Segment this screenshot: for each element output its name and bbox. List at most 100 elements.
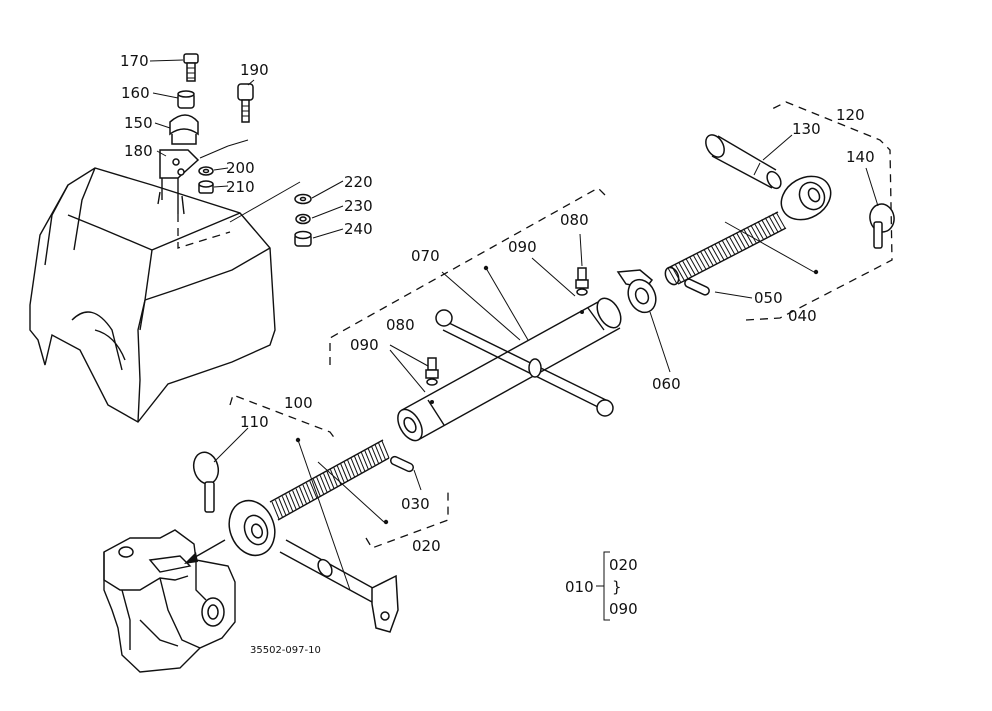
callout-200: 200: [226, 159, 255, 177]
nut-210: [198, 180, 214, 194]
thread-line: [710, 245, 721, 262]
thread-line: [285, 494, 294, 512]
thread-line: [728, 236, 739, 253]
callout-150: 150: [124, 114, 153, 132]
rod-thread-right: [667, 211, 786, 285]
bracket-180: [159, 149, 200, 214]
thread-line: [371, 446, 380, 464]
thread-line: [278, 497, 287, 516]
thread-line: [336, 465, 345, 483]
callout-060: 060: [652, 375, 681, 393]
thread-line: [316, 477, 325, 495]
linch-pin-110: [192, 451, 220, 513]
callout-080-lower: 080: [386, 316, 415, 334]
tommy-bar: [435, 309, 614, 417]
thread-line: [753, 222, 764, 240]
washer-220: [294, 193, 312, 205]
turnbuckle-tube-070: [397, 297, 622, 442]
pin-130: [705, 134, 782, 190]
callout-160: 160: [121, 84, 150, 102]
thread-line: [309, 480, 318, 499]
thread-line: [305, 482, 314, 501]
thread-line: [685, 258, 696, 275]
callout-100: 100: [284, 394, 313, 412]
thread-line: [699, 250, 710, 268]
spring-pin-050: [684, 278, 710, 296]
thread-line: [343, 461, 352, 480]
thread-line: [689, 256, 700, 274]
thread-line: [735, 232, 746, 249]
thread-line: [750, 224, 761, 242]
bolt-170: [183, 53, 199, 82]
threaded-rod-020: [269, 439, 390, 521]
thread-line: [302, 484, 311, 503]
thread-line: [288, 492, 297, 510]
callout-070: 070: [411, 247, 440, 265]
lynch-pin-140: [869, 203, 895, 249]
clamp-150: [169, 114, 199, 145]
thread-line: [350, 457, 359, 476]
thread-line: [739, 230, 750, 247]
callout-090-lower: 090: [350, 336, 379, 354]
thread-line: [671, 265, 682, 283]
assembly-key-from: 020: [609, 556, 638, 574]
callout-220: 220: [344, 173, 373, 191]
thread-line: [364, 450, 373, 468]
callout-050: 050: [754, 289, 783, 307]
thread-line: [360, 452, 369, 470]
thread-line: [674, 264, 685, 281]
assembly-key-to: 090: [609, 600, 638, 618]
ball-joint-left: [228, 499, 276, 557]
thread-line: [714, 243, 725, 260]
callout-230: 230: [344, 197, 373, 215]
thread-line: [340, 463, 349, 482]
callout-040: 040: [788, 307, 817, 325]
bolt-190: [237, 83, 254, 123]
pin-with-plate-100: [279, 539, 399, 633]
spring-pin-030: [389, 455, 415, 473]
thread-line: [743, 228, 754, 246]
callout-120: 120: [836, 106, 865, 124]
thread-line: [274, 499, 283, 518]
thread-line: [717, 241, 728, 259]
thread-line: [725, 237, 736, 255]
callout-180: 180: [124, 142, 153, 160]
thread-line: [367, 448, 376, 466]
thread-line: [761, 219, 772, 236]
washer-200: [198, 166, 214, 176]
spring-washer-230: [295, 213, 311, 225]
assembly-key-range: }: [612, 578, 622, 596]
thread-line: [771, 213, 782, 231]
thread-line: [374, 444, 383, 463]
thread-line: [678, 262, 689, 279]
callout-030: 030: [401, 495, 430, 513]
callout-130: 130: [792, 120, 821, 138]
drawing-number: 35502-097-10: [250, 645, 321, 656]
thread-line: [354, 456, 362, 474]
housing-cover: [29, 167, 301, 423]
callout-170: 170: [120, 52, 149, 70]
thread-line: [347, 459, 356, 478]
hitch-block: [103, 529, 236, 673]
thread-line: [732, 234, 743, 251]
callout-240: 240: [344, 220, 373, 238]
thread-line: [681, 260, 692, 277]
thread-line: [381, 440, 390, 459]
thread-line: [281, 496, 290, 514]
callout-090-upper: 090: [508, 238, 537, 256]
thread-line: [764, 217, 775, 234]
assembly-key-bracket: [596, 551, 610, 621]
thread-line: [329, 469, 338, 487]
rod-thread-left: [271, 440, 390, 520]
thread-line: [692, 254, 703, 272]
thread-line: [323, 473, 332, 491]
ball-joint-right: [780, 175, 832, 221]
assembly-key-parent: 010: [565, 578, 594, 596]
thread-line: [707, 247, 718, 264]
thread-line: [757, 221, 768, 238]
thread-line: [271, 501, 280, 520]
thread-line: [378, 442, 387, 461]
thread-line: [746, 226, 757, 244]
